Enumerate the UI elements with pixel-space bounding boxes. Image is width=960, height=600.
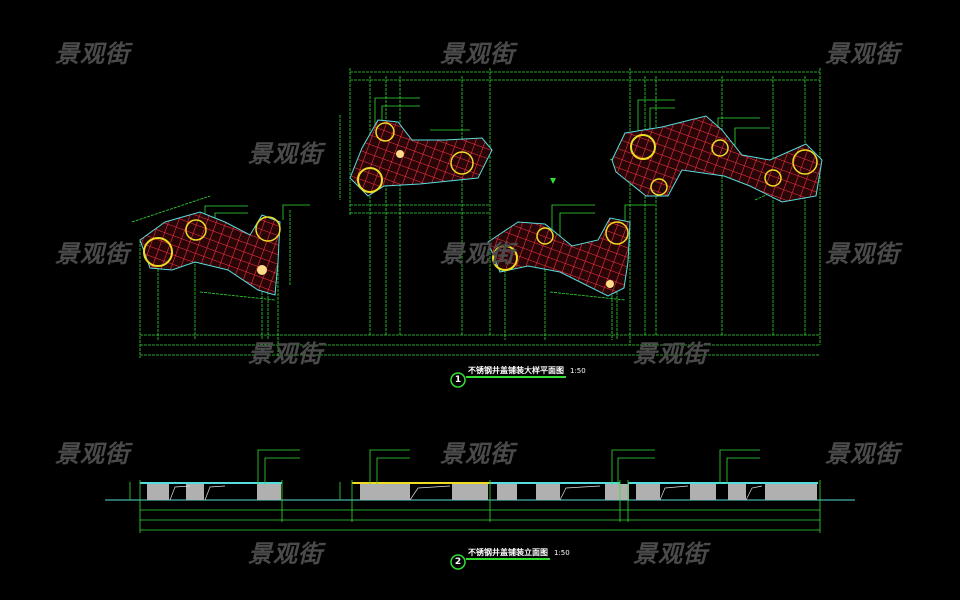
paving-shape-center-right [487, 217, 631, 297]
light-fixture-icon [396, 150, 404, 158]
drawing-number-1: 1 [454, 375, 462, 385]
manhole-cover-icon [357, 167, 383, 193]
manhole-cover-icon [185, 219, 207, 241]
title-markers [450, 372, 566, 570]
manhole-cover-icon [605, 221, 629, 245]
drawing-title-2: 不锈钢井盖铺装立面图 [468, 548, 548, 557]
manhole-cover-icon [792, 149, 818, 175]
manhole-cover-icon [630, 134, 656, 160]
light-fixture-icon [257, 265, 267, 275]
drawing-title-row-2: 不锈钢井盖铺装立面图 1:50 [468, 547, 570, 558]
drawing-scale-1: 1:50 [570, 367, 586, 375]
light-fixture-icon [606, 280, 614, 288]
manhole-cover-icon [375, 122, 395, 142]
manhole-cover-icon [143, 237, 173, 267]
drawing-title-row-1: 不锈钢井盖铺装大样平面图 1:50 [468, 365, 586, 376]
manhole-cover-icon [450, 151, 474, 175]
drawing-scale-2: 1:50 [554, 549, 570, 557]
drawing-title-1: 不锈钢井盖铺装大样平面图 [468, 366, 564, 375]
drawing-number-2: 2 [454, 557, 462, 567]
manhole-cover-icon [536, 227, 554, 245]
manhole-cover-icon [255, 216, 281, 242]
paving-shape-left [139, 211, 281, 296]
manhole-cover-icon [764, 169, 782, 187]
manhole-cover-icon [711, 139, 729, 157]
plan-dimensions [131, 68, 821, 358]
manhole-cover-icon [650, 178, 668, 196]
manhole-cover-icon [492, 245, 518, 271]
north-arrow-icon [550, 178, 556, 184]
elevation-section [105, 449, 855, 533]
paving-shape-top-right [611, 115, 823, 203]
paving-shape-top-center [349, 119, 493, 197]
